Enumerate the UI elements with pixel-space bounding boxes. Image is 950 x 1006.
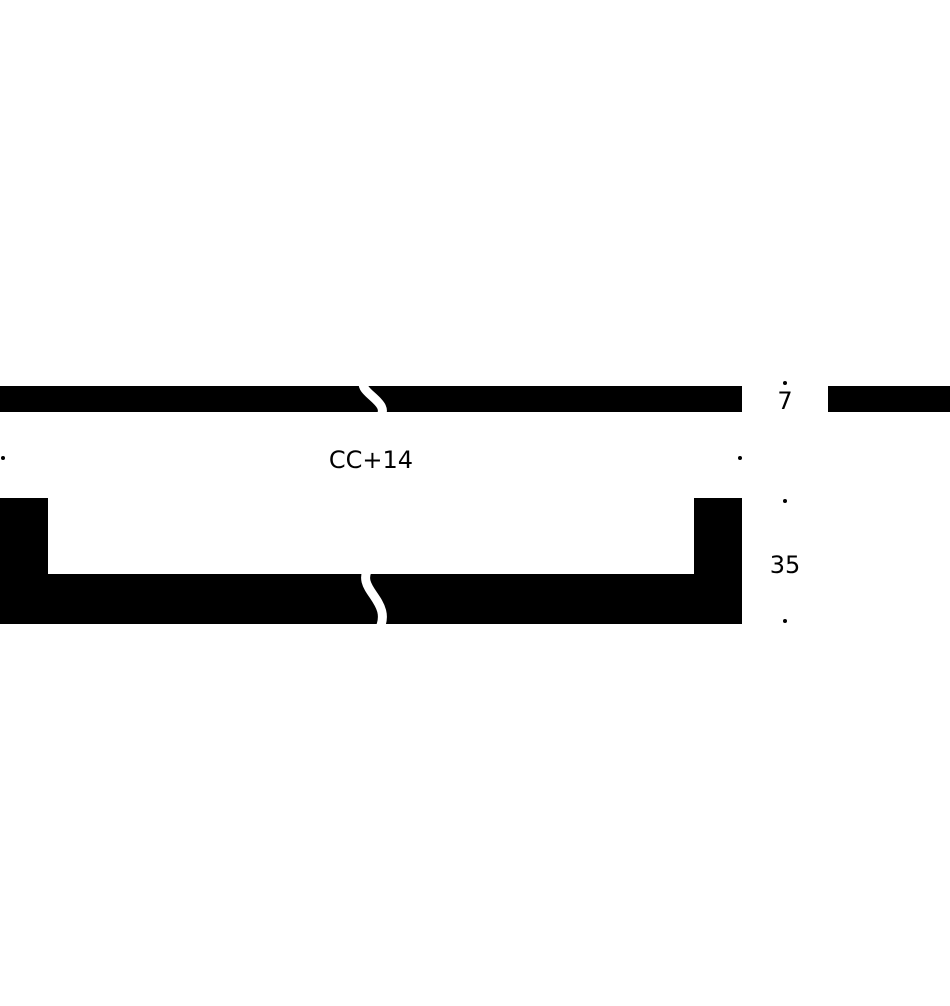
length-dim-dot-left [1, 456, 5, 460]
section-bar [828, 386, 950, 412]
top-bar-break-line [358, 375, 387, 423]
side-view-profile [0, 498, 742, 635]
handle-profile-right [370, 498, 742, 624]
top-bar-left-segment [0, 386, 380, 412]
profile-break-line [361, 563, 387, 635]
top-bar-right-segment [370, 386, 742, 412]
height-label: 35 [770, 551, 801, 579]
thickness-dimension: 7 [777, 381, 793, 415]
top-view-bar [0, 375, 742, 423]
handle-profile-left [0, 498, 380, 624]
length-dimension: CC+14 [1, 446, 742, 474]
height-dim-dot-top [783, 499, 787, 503]
thickness-label: 7 [777, 387, 792, 415]
length-label: CC+14 [329, 446, 413, 474]
height-dimension: 35 [770, 499, 801, 623]
length-dim-dot-right [738, 456, 742, 460]
height-dim-dot-bottom [783, 619, 787, 623]
thickness-dim-dot [783, 381, 787, 385]
